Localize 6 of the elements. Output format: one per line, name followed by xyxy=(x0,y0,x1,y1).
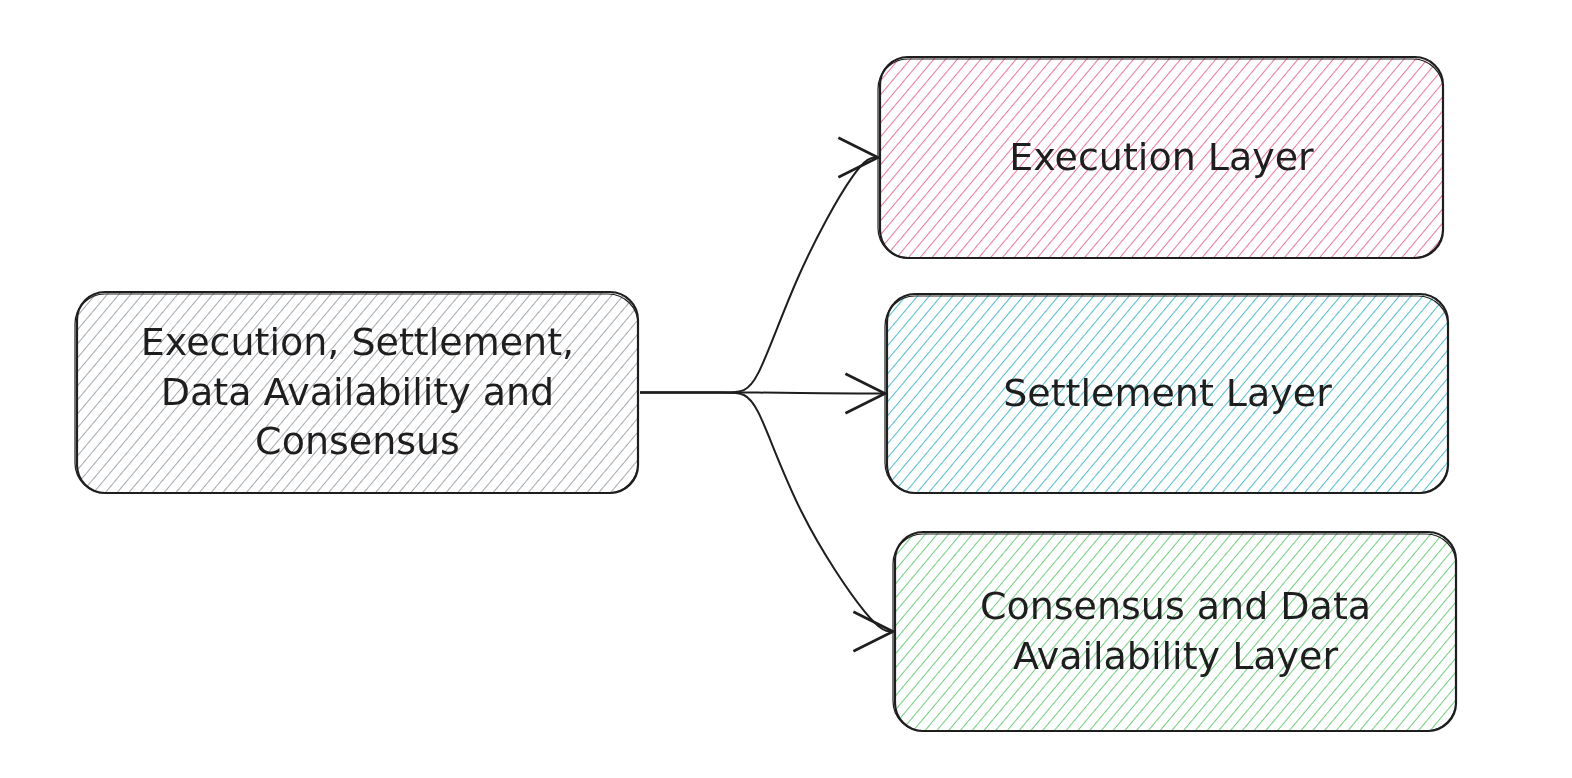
box-label: Execution, Settlement, Data Availability and Consensus xyxy=(139,319,576,466)
arrow xyxy=(639,391,895,653)
process-box xyxy=(75,290,640,495)
process-box xyxy=(885,292,1450,495)
process-box xyxy=(893,530,1458,733)
process-box xyxy=(878,55,1445,260)
